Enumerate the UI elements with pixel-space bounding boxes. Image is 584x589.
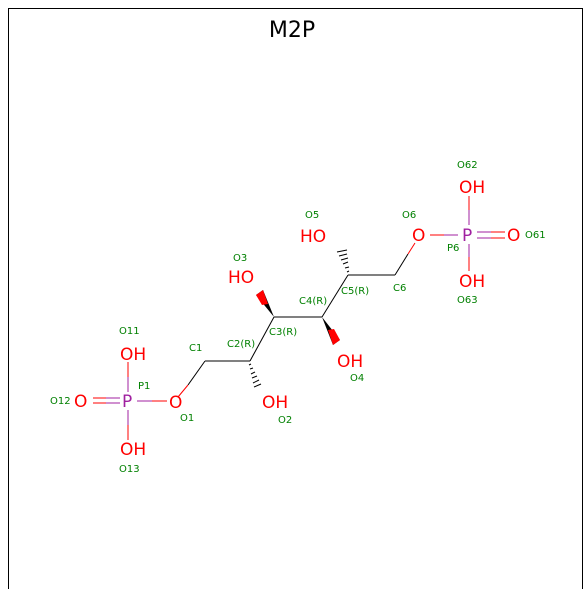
atom-o12: O (74, 392, 87, 412)
bond-c2-c3 (249, 316, 275, 362)
phosphate-6-bonds (430, 196, 505, 271)
atom-o11: OH (120, 345, 146, 365)
label-c4: C4(R) (299, 296, 327, 307)
atom-p1: P (122, 392, 132, 412)
label-o5: O5 (305, 210, 319, 221)
label-o12: O12 (50, 396, 71, 407)
label-c6: C6 (393, 283, 406, 294)
phosphate-1-bonds (93, 362, 167, 440)
label-p1: P1 (138, 381, 150, 392)
atom-o2: OH (262, 393, 288, 413)
label-o4: O4 (350, 373, 364, 384)
label-o61: O61 (525, 230, 546, 241)
carbon-bonds (187, 253, 409, 386)
label-o2: O2 (278, 415, 292, 426)
atom-o61: O (507, 226, 520, 246)
bond-o1-c1-black (187, 360, 206, 386)
hashed-wedge-c2-o2 (248, 363, 262, 388)
atom-p6: P (462, 226, 472, 246)
solid-wedge-c4-o4-red (328, 329, 340, 345)
label-o13: O13 (119, 464, 140, 475)
atom-o6: O (412, 226, 425, 246)
bond-o1-c1-red (177, 384, 189, 398)
molecule-title: M2P (268, 18, 316, 43)
label-o6: O6 (402, 210, 416, 221)
atom-o4: OH (337, 352, 363, 372)
atom-o13: OH (120, 440, 146, 460)
label-o11: O11 (119, 326, 140, 337)
label-o63: O63 (457, 295, 478, 306)
label-c5: C5(R) (341, 286, 369, 297)
atom-o3: HO (228, 268, 254, 288)
label-o3: O3 (233, 253, 247, 264)
label-c1: C1 (189, 343, 202, 354)
bond-c4-c5 (321, 274, 349, 318)
atom-o62: OH (459, 178, 485, 198)
label-o62: O62 (457, 160, 478, 171)
bond-c6-o6-red (407, 242, 416, 255)
atom-o5: HO (300, 227, 326, 247)
label-c3: C3(R) (269, 327, 297, 338)
solid-wedge-c3-o3-red (256, 290, 268, 305)
label-p6: P6 (447, 243, 459, 254)
diagram-frame (8, 8, 583, 589)
hashed-wedge-c5-o5 (336, 249, 350, 273)
bond-c6-o6-black (394, 253, 409, 276)
label-c2: C2(R) (227, 339, 255, 350)
atom-o63: OH (459, 272, 485, 292)
label-o1: O1 (180, 413, 194, 424)
oxygen-bonds (177, 242, 416, 398)
atom-o1: O (169, 393, 182, 413)
